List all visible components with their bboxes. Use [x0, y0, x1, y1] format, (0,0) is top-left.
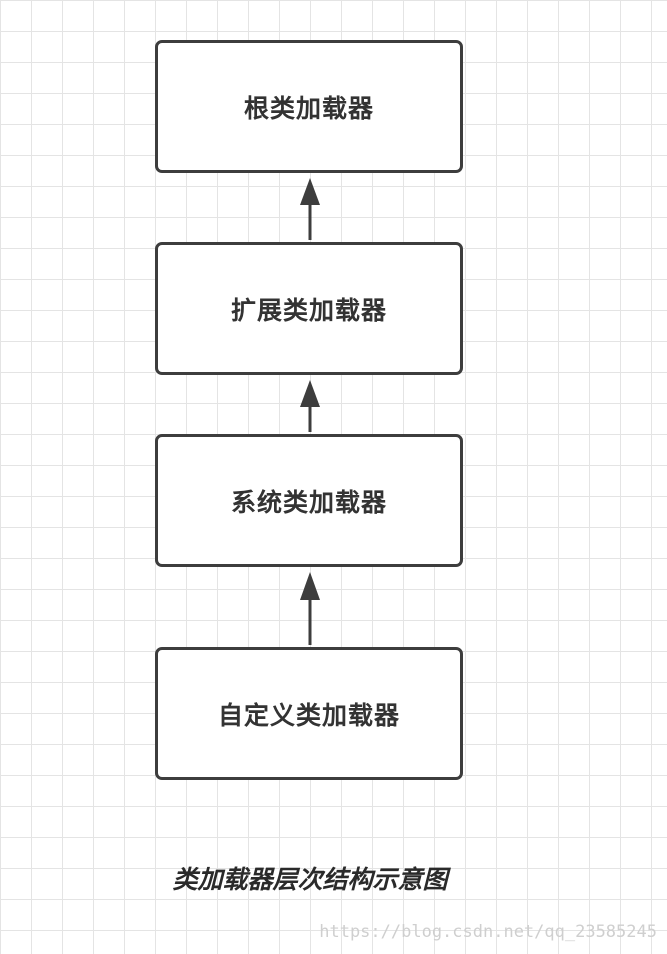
node-root-label: 根类加载器 — [243, 93, 374, 123]
edge-system-to-extension-arrowhead — [300, 380, 320, 407]
node-root-class-loader: 根类加载器 — [155, 40, 463, 173]
diagram-caption: 类加载器层次结构示意图 — [172, 865, 448, 894]
watermark-url: https://blog.csdn.net/qq_23585245 — [319, 922, 657, 942]
node-extension-class-loader: 扩展类加载器 — [155, 242, 463, 375]
node-extension-label: 扩展类加载器 — [230, 295, 387, 325]
node-system-label: 系统类加载器 — [230, 487, 387, 517]
edge-custom-to-system-arrowhead — [300, 572, 320, 600]
edge-extension-to-root-arrowhead — [300, 178, 320, 205]
node-custom-label: 自定义类加载器 — [217, 700, 400, 730]
node-custom-class-loader: 自定义类加载器 — [155, 647, 463, 780]
node-system-class-loader: 系统类加载器 — [155, 434, 463, 567]
